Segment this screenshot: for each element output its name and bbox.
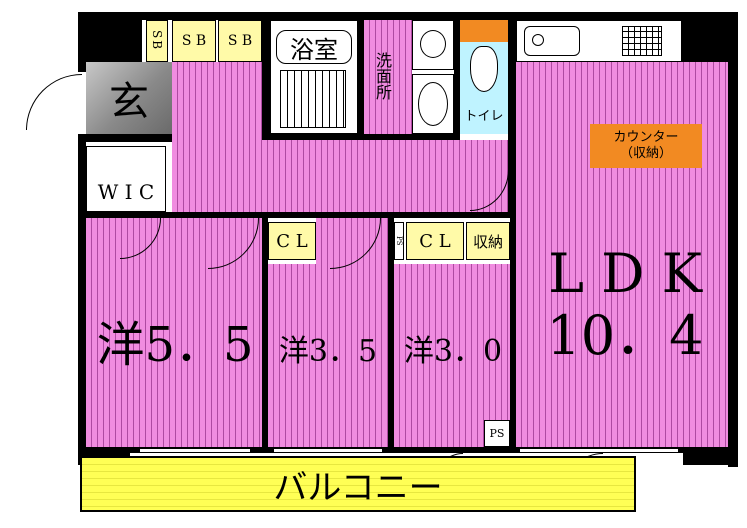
closet-2: C L (406, 222, 464, 260)
pipe-space-bottom: PS (484, 420, 510, 447)
ldk-label-wrap: L D K 10．4 (530, 240, 720, 370)
right-wall (728, 12, 738, 467)
wic: W I C (86, 146, 166, 212)
toilet-wall-right (508, 20, 516, 218)
room-3-0-label: 洋3．0 (403, 334, 503, 369)
genkan: 玄 (86, 62, 172, 134)
room-3-5-label: 洋3．5 (278, 334, 378, 369)
balcony: バルコニー (80, 456, 636, 512)
bath-label-box: 浴室 (276, 30, 352, 64)
window-room-5-5 (140, 449, 250, 452)
ldk-label-1: L D K (548, 242, 702, 305)
bath-wall-left (262, 20, 270, 140)
room-3-5 (268, 264, 388, 447)
toilet-bowl (470, 46, 498, 92)
stove (622, 26, 662, 56)
genkan-label: 玄 (109, 79, 149, 125)
shoe-box-3: S B (218, 20, 262, 62)
room-5-5-label-wrap: 洋5．5 (90, 312, 260, 373)
room-3-0 (394, 264, 510, 447)
storage-shuno: 収納 (466, 222, 510, 260)
balcony-label: バルコニー (273, 467, 443, 508)
washroom-label-wrap: 洗面所 (368, 36, 396, 116)
shoe-box-2: S B (172, 20, 216, 62)
hallway-wall-bottom (86, 212, 516, 218)
hallway-lower (172, 140, 516, 214)
toilet-label-wrap: トイレ (456, 104, 512, 124)
shoe-box-2-label: S B (181, 33, 207, 49)
kitchen-sink (524, 26, 580, 56)
counter-label-2: （収納） (619, 146, 672, 161)
toilet-wall-left (454, 20, 460, 140)
washroom-label: 洗面所 (373, 52, 392, 100)
pipe-space-bottom-label: PS (489, 427, 505, 440)
bathtub (280, 70, 346, 128)
pipe-space-small-label: PS (395, 236, 403, 246)
washing-machine-drum (420, 30, 446, 58)
shoe-box-1-label: SB (150, 30, 164, 52)
top-right-column (682, 12, 738, 62)
window-ldk (520, 449, 678, 452)
counter-storage: カウンター （収納） (590, 124, 702, 168)
left-wall-lower (78, 140, 86, 465)
shoe-box-3-label: S B (227, 33, 253, 49)
toilet-label: トイレ (464, 108, 504, 124)
bath-label: 浴室 (290, 35, 338, 64)
counter-label-1: カウンター (613, 130, 679, 145)
wic-label: W I C (97, 180, 155, 204)
entrance-frame-top (78, 62, 86, 72)
closet-1: C L (268, 222, 316, 260)
ldk-label-2: 10．4 (546, 304, 704, 367)
shoe-box-1: SB (146, 20, 168, 62)
wash-basin-bowl (418, 82, 448, 126)
room-5-5-label: 洋5．5 (96, 317, 254, 373)
wall-3-0-right (510, 218, 516, 447)
bath-wall-bottom (262, 134, 366, 140)
washroom-wall-bottom (364, 134, 460, 140)
balcony-right-notch (636, 470, 738, 520)
wall-5-5-right (262, 218, 268, 447)
top-left-column (78, 12, 142, 62)
window-room-3-5 (274, 449, 382, 452)
wic-wall-top (78, 134, 172, 142)
storage-shuno-label: 収納 (472, 232, 503, 251)
top-wall (78, 12, 738, 20)
room-3-0-label-wrap: 洋3．0 (398, 328, 508, 369)
closet-1-label: C L (276, 230, 308, 252)
sink-drain (532, 34, 544, 46)
closet-2-label: C L (419, 230, 451, 252)
bath-wall-right (358, 20, 364, 140)
pipe-space-small: PS (394, 222, 404, 260)
wall-3-5-right (388, 218, 394, 447)
washroom (364, 20, 412, 134)
room-3-5-label-wrap: 洋3．5 (272, 328, 384, 369)
bottom-wall (78, 447, 738, 453)
toilet-top (460, 20, 508, 42)
